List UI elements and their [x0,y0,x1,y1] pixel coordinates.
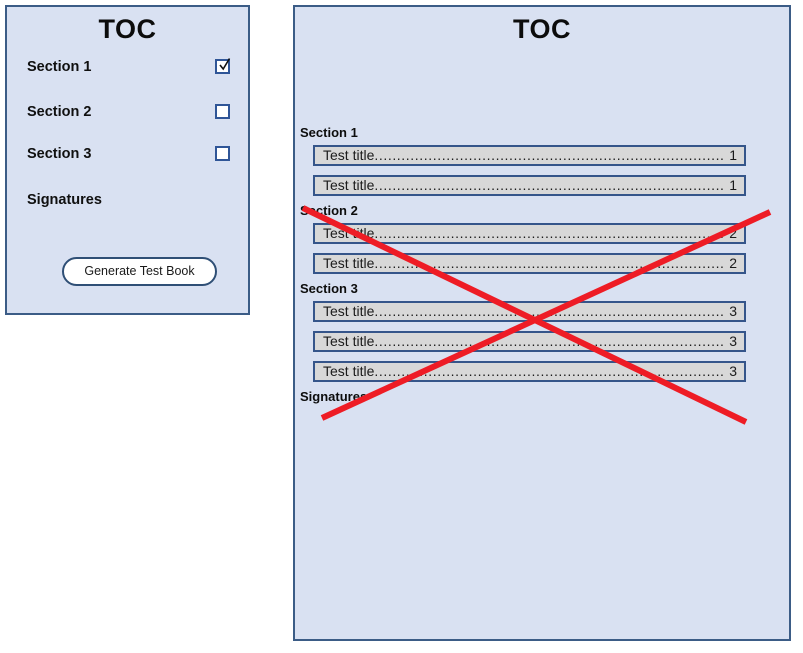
toc-dot-leader: ........................................… [374,147,725,163]
toc-entry[interactable]: Test title..............................… [313,331,746,352]
check-mark-icon [219,58,231,71]
option-label-signatures: Signatures [27,192,102,208]
toc-dot-leader: ........................................… [374,333,725,349]
toc-entry[interactable]: Test title..............................… [313,361,746,382]
toc-entry-page-number: 3 [729,363,737,379]
checkbox-section-3[interactable] [215,146,230,161]
generate-test-book-button[interactable]: Generate Test Book [62,257,217,286]
toc-entry-title: Test title [323,255,375,271]
toc-entry-page-number: 3 [729,333,737,349]
toc-dot-leader: ........................................… [374,255,725,271]
toc-entry[interactable]: Test title..............................… [313,145,746,166]
toc-entry[interactable]: Test title..............................… [313,301,746,322]
right-panel-title: TOC [512,14,571,44]
toc-section-heading: Section 3 [300,281,358,296]
toc-entry-page-number: 1 [729,147,737,163]
toc-entry-page-number: 3 [729,303,737,319]
checkbox-section-2[interactable] [215,104,230,119]
toc-entry-title: Test title [323,147,375,163]
toc-entry-title: Test title [323,333,375,349]
toc-entry-page-number: 1 [729,177,737,193]
toc-dot-leader: ........................................… [374,225,725,241]
toc-entry-list: Section 1 Test title.....................… [295,7,789,639]
toc-entry[interactable]: Test title..............................… [313,223,746,244]
toc-entry-title: Test title [323,225,375,241]
toc-dot-leader: ........................................… [374,363,725,379]
option-row-signatures[interactable]: Signatures [27,189,230,211]
option-row-section-3[interactable]: Section 3 [27,143,230,165]
toc-entry-page-number: 2 [729,255,737,271]
toc-entry-title: Test title [323,363,375,379]
toc-dot-leader: ........................................… [374,303,725,319]
toc-section-heading: Section 2 [300,203,358,218]
toc-entry[interactable]: Test title..............................… [313,175,746,196]
checkbox-section-1[interactable] [215,58,231,74]
toc-section-heading: Section 1 [300,125,358,140]
toc-section-heading: Signatures [300,389,368,404]
toc-entry-title: Test title [323,177,375,193]
toc-preview-panel: TOC Section 1 Test title.................… [293,5,791,641]
toc-entry-page-number: 2 [729,225,737,241]
toc-entry-title: Test title [323,303,375,319]
left-panel-title: TOC [98,14,157,44]
option-label-section-2: Section 2 [27,104,92,120]
toc-options-panel: TOC Section 1 Section 2 Section 3 Signat… [5,5,250,315]
option-row-section-1[interactable]: Section 1 [27,56,231,78]
option-label-section-3: Section 3 [27,146,92,162]
toc-dot-leader: ........................................… [374,177,725,193]
option-row-section-2[interactable]: Section 2 [27,101,230,123]
toc-entry[interactable]: Test title..............................… [313,253,746,274]
option-label-section-1: Section 1 [27,59,92,75]
